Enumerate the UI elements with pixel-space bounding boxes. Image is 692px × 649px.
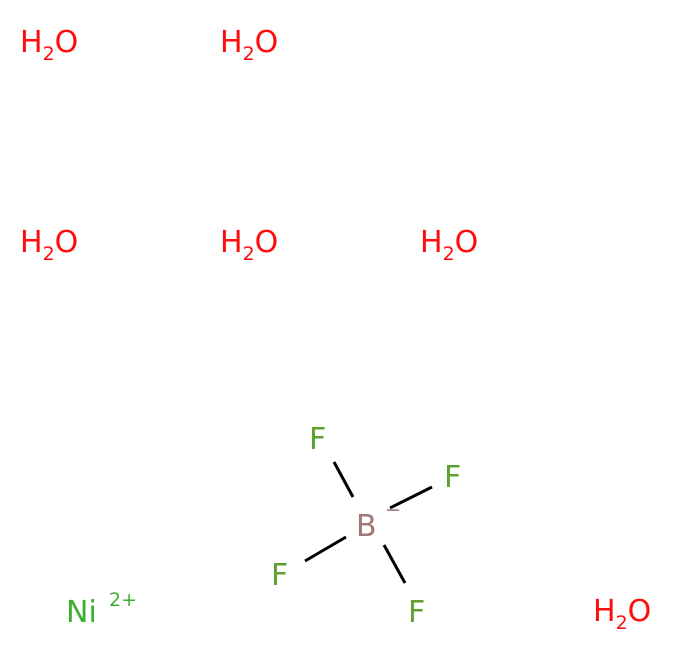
svg-text:H2O: H2O [220, 25, 278, 65]
water-oxygen: O [255, 25, 279, 60]
svg-text:H2O: H2O [20, 225, 78, 265]
water-molecule: H2O [593, 594, 651, 634]
water-subscript: 2 [43, 43, 55, 65]
b-f-bond-left [304, 535, 347, 563]
water-molecule: H2O [220, 25, 278, 65]
water-hydrogen: H [420, 225, 443, 260]
water-oxygen: O [55, 225, 79, 260]
water-hydrogen: H [20, 25, 43, 60]
water-subscript: 2 [43, 243, 55, 265]
svg-text:H2O: H2O [593, 594, 651, 634]
boron-charge: − [385, 499, 401, 521]
water-oxygen: O [455, 225, 479, 260]
water-oxygen: O [55, 25, 79, 60]
b-f-bond-bottom [382, 544, 407, 584]
fluorine-atom-bottom: F [408, 595, 425, 630]
water-oxygen: O [255, 225, 279, 260]
water-hydrogen: H [220, 25, 243, 60]
fluorine-atom-right: F [444, 460, 461, 495]
water-hydrogen: H [20, 225, 43, 260]
water-molecule: H2O [20, 225, 78, 265]
water-oxygen: O [628, 594, 652, 629]
b-f-bond-right [389, 485, 433, 510]
svg-text:H2O: H2O [20, 25, 78, 65]
fluorine-atom-top: F [309, 422, 326, 457]
svg-text:H2O: H2O [220, 225, 278, 265]
water-molecule: H2O [20, 25, 78, 65]
water-hydrogen: H [220, 225, 243, 260]
b-f-bond-top [332, 461, 355, 498]
water-subscript: 2 [243, 43, 255, 65]
water-subscript: 2 [443, 243, 455, 265]
water-hydrogen: H [593, 594, 616, 629]
nickel-ion: Ni [66, 595, 97, 630]
water-subscript: 2 [243, 243, 255, 265]
nickel-charge: 2+ [109, 589, 137, 611]
water-molecule: H2O [420, 225, 478, 265]
fluorine-atom-left: F [271, 558, 288, 593]
svg-text:H2O: H2O [420, 225, 478, 265]
water-subscript: 2 [616, 612, 628, 634]
boron-atom: B [356, 509, 377, 544]
water-molecule: H2O [220, 225, 278, 265]
